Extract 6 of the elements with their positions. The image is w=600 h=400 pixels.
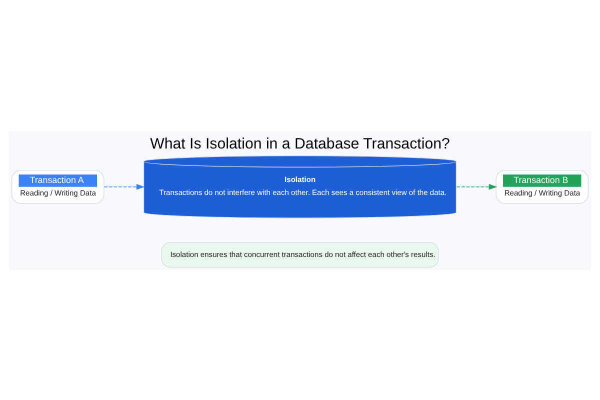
node-box: Isolation ensures that concurrent transactions do not affect each other's results. <box>161 242 439 268</box>
node-box: Transaction B Reading / Writing Data <box>496 170 588 204</box>
diagram-title: What Is Isolation in a Database Transaction? <box>150 135 450 152</box>
node-box: Transaction A Reading / Writing Data <box>12 170 104 204</box>
arrow <box>456 184 498 190</box>
arrow <box>104 184 145 190</box>
